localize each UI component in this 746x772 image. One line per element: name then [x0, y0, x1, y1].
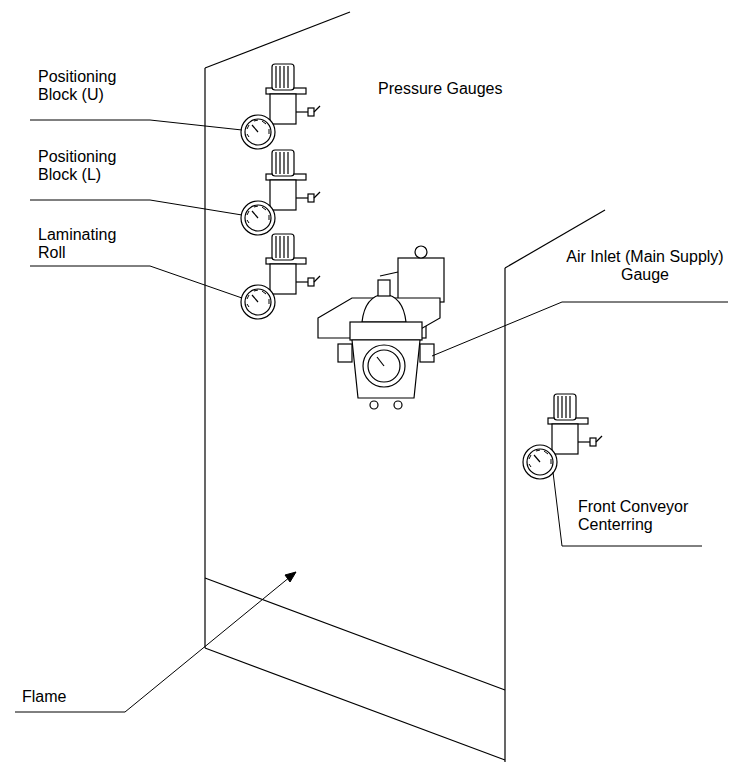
regulator-gauge: [241, 234, 320, 319]
part-label: Front Conveyor Centerring: [578, 498, 702, 535]
part-label: Positioning Block (L): [38, 148, 148, 185]
panel-housing: [205, 12, 605, 762]
leader-lines: [15, 120, 728, 712]
part-label: Flame: [22, 688, 122, 706]
panel-title: Pressure Gauges: [378, 80, 548, 98]
part-label: Air Inlet (Main Supply) Gauge: [562, 248, 728, 285]
main-filter-regulator: [318, 246, 444, 409]
regulator-gauge: [241, 64, 320, 149]
regulator-gauge: [241, 150, 320, 235]
regulator-gauge: [523, 394, 602, 479]
part-label: Laminating Roll: [38, 226, 148, 263]
part-label: Positioning Block (U): [38, 68, 148, 105]
